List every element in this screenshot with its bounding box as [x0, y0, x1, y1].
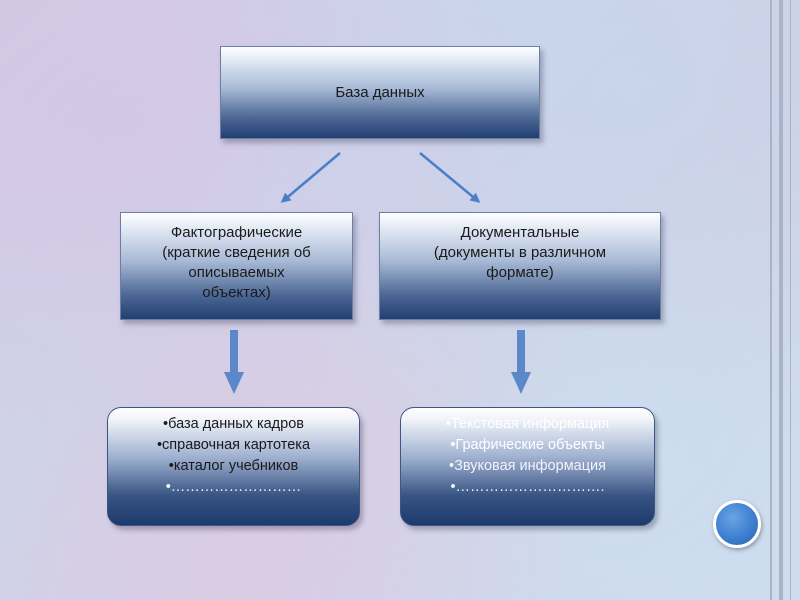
- factographic-examples-box: •база данных кадров •справочная картотек…: [107, 407, 360, 526]
- database-root-label: База данных: [335, 83, 425, 101]
- documentary-line: Документальные: [460, 224, 580, 241]
- decorative-circle: [713, 500, 761, 548]
- documentary-box: Документальные (документы в различном фо…: [379, 212, 661, 320]
- factographic-line: описываемых: [188, 264, 285, 281]
- list-item: •база данных кадров: [163, 416, 304, 432]
- frame-line-edge: [790, 0, 791, 600]
- documentary-line: формате): [486, 264, 554, 281]
- list-item: •каталог учебников: [168, 458, 299, 474]
- documentary-examples-box: •Текстовая информация •Графические объек…: [400, 407, 655, 526]
- list-item: •Звуковая информация: [449, 458, 606, 474]
- database-root-box: База данных: [220, 46, 540, 139]
- documentary-line: (документы в различном: [433, 244, 607, 261]
- frame-line-outer: [770, 0, 772, 600]
- factographic-line: (краткие сведения об: [162, 244, 311, 261]
- arrow-root-to-left: [280, 152, 341, 203]
- list-item: •справочная картотека: [156, 437, 311, 453]
- frame-line-inner: [779, 0, 783, 600]
- list-item: •………………………….: [450, 479, 605, 495]
- arrow-right-down: [511, 330, 531, 394]
- list-item: •Текстовая информация: [445, 416, 610, 432]
- arrow-root-to-right: [419, 152, 481, 203]
- factographic-line: объектах): [202, 284, 271, 301]
- list-item: •………………………: [165, 479, 302, 495]
- factographic-box: Фактографические (краткие сведения об оп…: [120, 212, 353, 320]
- arrow-left-down: [224, 330, 244, 394]
- list-item: •Графические объекты: [450, 437, 605, 453]
- factographic-line: Фактографические: [170, 224, 303, 241]
